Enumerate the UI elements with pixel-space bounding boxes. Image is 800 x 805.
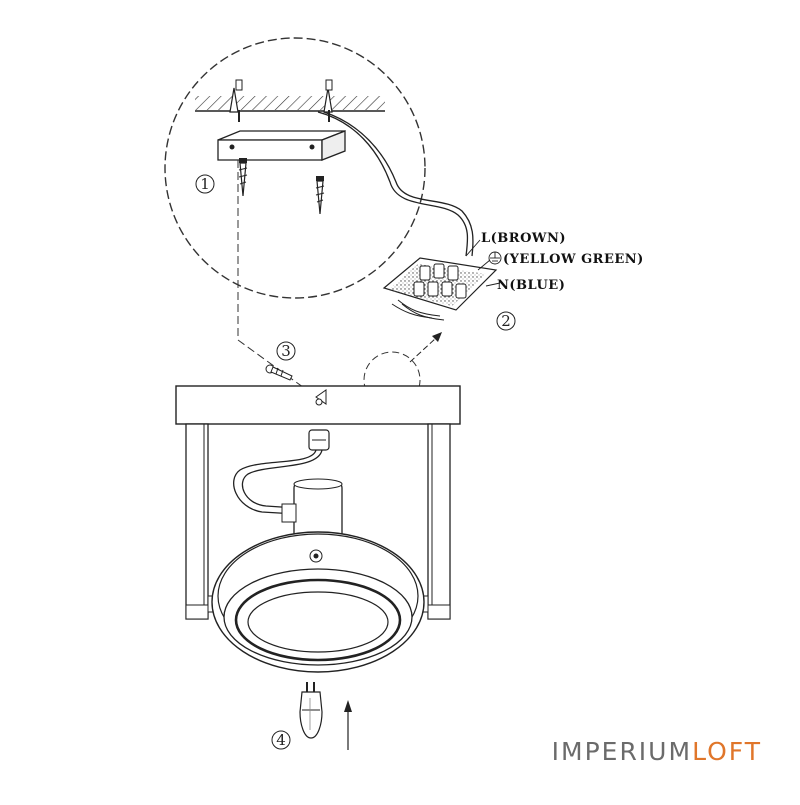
pointer-arrow [409, 332, 442, 363]
detail-circle-mounting: 1 [164, 37, 426, 299]
internal-cable [233, 449, 317, 515]
screw-right [315, 176, 325, 215]
spotlight-ring [211, 531, 425, 673]
screw-left [238, 158, 248, 197]
junction-detail-circle [363, 351, 421, 409]
supply-cable [317, 111, 469, 257]
insert-arrow-icon [344, 700, 352, 750]
fixing-screw [265, 364, 293, 381]
step-4-marker: 4 [271, 730, 291, 750]
label-live-brown: L(BROWN) [481, 231, 566, 246]
bracket-arm-left [185, 423, 209, 620]
step-1-label: 1 [200, 175, 210, 193]
step-3-marker: 3 [276, 341, 296, 361]
step-4-label: 4 [276, 731, 286, 749]
brand-logo: IMPERIUMLOFT [552, 737, 762, 766]
ceiling-hatch [195, 96, 385, 112]
wire-leaders [465, 239, 501, 287]
terminal-block [382, 257, 498, 321]
wall-anchor-left [229, 79, 243, 122]
brand-logo-part2: LOFT [692, 737, 762, 766]
cable-gland [308, 429, 330, 451]
earth-symbol [488, 251, 502, 265]
lamp-holder [281, 478, 343, 543]
step-2-label: 2 [501, 312, 511, 330]
label-earth-yellow-green: (YELLOW GREEN) [503, 252, 644, 267]
bracket-arm-right [427, 423, 451, 620]
g9-bulb [299, 682, 323, 739]
step-3-label: 3 [281, 342, 291, 360]
ceiling-plate [175, 385, 461, 425]
alignment-guide-line [237, 160, 319, 399]
step-1-marker: 1 [195, 174, 215, 194]
brand-logo-part1: IMPERIUM [551, 737, 693, 766]
step-2-marker: 2 [496, 311, 516, 331]
label-neutral-blue: N(BLUE) [497, 278, 565, 293]
mounting-bracket [217, 130, 346, 161]
